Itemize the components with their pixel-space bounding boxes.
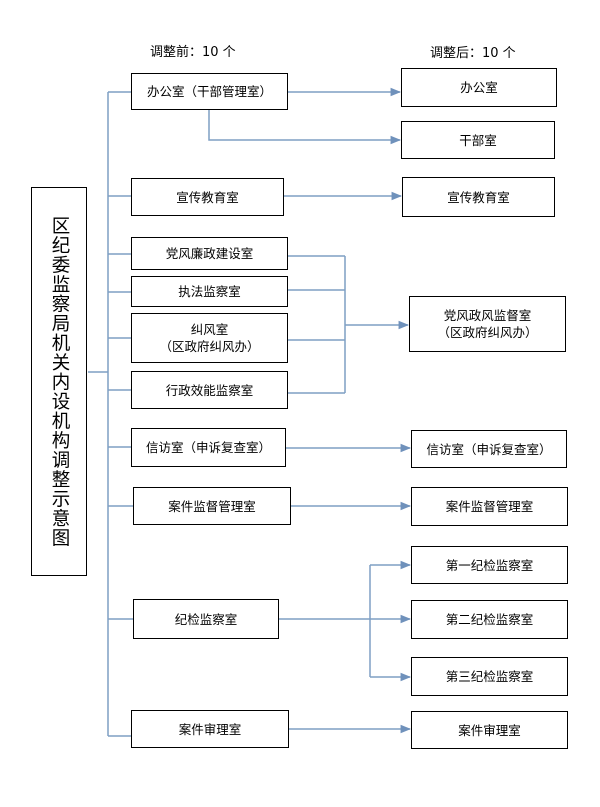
- box-after-discipline-1: 第一纪检监察室: [411, 546, 568, 584]
- header-after: 调整后：10 个: [430, 46, 516, 61]
- box-before-efficiency: 行政效能监察室: [131, 371, 288, 409]
- box-before-discipline: 纪检监察室: [133, 599, 279, 639]
- box-after-discipline-3: 第三纪检监察室: [411, 657, 568, 696]
- box-after-supervision: 党风政风监督室 （区政府纠风办）: [409, 296, 566, 352]
- arrow-cadre: [208, 110, 402, 145]
- box-after-propaganda: 宣传教育室: [402, 177, 555, 217]
- header-before: 调整前：10 个: [150, 45, 236, 60]
- diagram-title-box: 区纪委监察局机关内设机构调整示意图: [31, 187, 87, 576]
- diagram-title: 区纪委监察局机关内设机构调整示意图: [49, 215, 70, 548]
- box-before-propaganda: 宣传教育室: [131, 178, 284, 216]
- box-after-case-supervision: 案件监督管理室: [411, 487, 568, 526]
- box-after-office: 办公室: [401, 68, 557, 107]
- box-after-supervision-line1: 党风政风监督室: [443, 308, 532, 323]
- box-before-office: 办公室（干部管理室）: [131, 73, 288, 110]
- box-after-trial: 案件审理室: [411, 711, 568, 749]
- box-before-correction: 纠风室 （区政府纠风办）: [131, 313, 288, 363]
- box-before-petition: 信访室（申诉复查室）: [131, 428, 286, 467]
- box-after-petition: 信访室（申诉复查室）: [411, 430, 567, 468]
- box-after-supervision-line2: （区政府纠风办）: [437, 325, 538, 340]
- box-after-discipline-2: 第二纪检监察室: [411, 600, 568, 639]
- box-before-trial: 案件审理室: [131, 710, 289, 748]
- box-before-correction-line2: （区政府纠风办）: [159, 339, 260, 354]
- box-after-cadre: 干部室: [401, 121, 555, 159]
- box-before-correction-line1: 纠风室: [190, 322, 229, 337]
- box-before-case-supervision: 案件监督管理室: [133, 487, 291, 525]
- box-before-party-style: 党风廉政建设室: [131, 237, 288, 270]
- box-before-law-enforcement: 执法监察室: [131, 276, 288, 307]
